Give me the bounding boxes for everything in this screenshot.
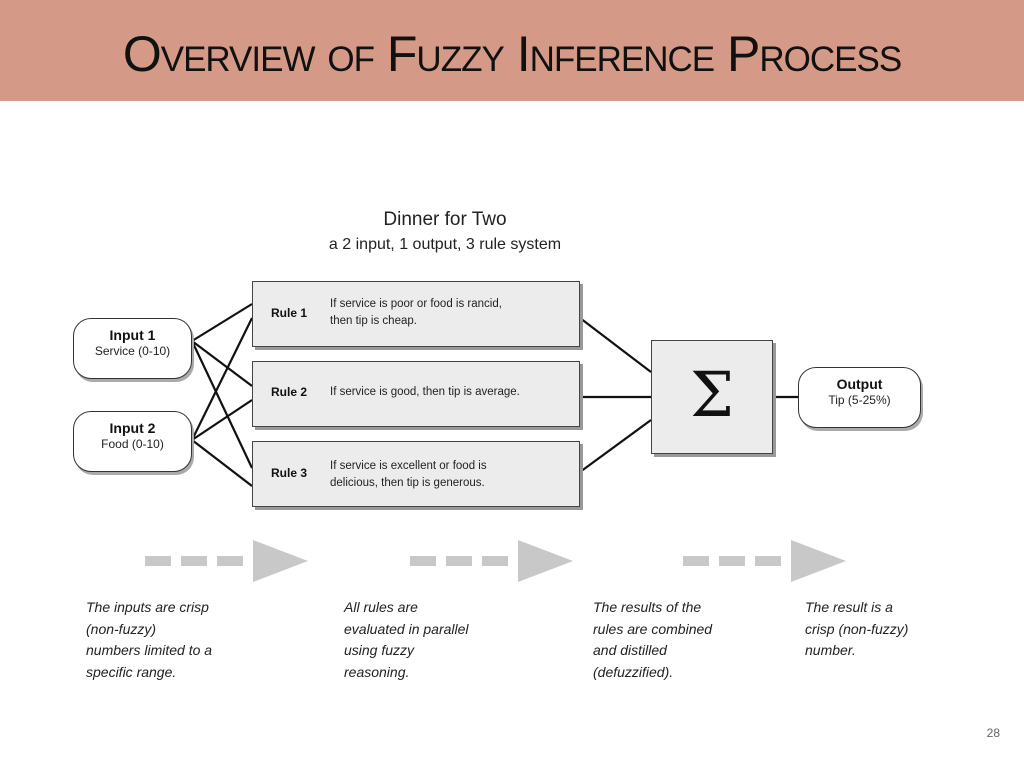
- flow-arrow-icon-3: [683, 540, 846, 582]
- slide-title: Overview of Fuzzy Inference Process: [122, 26, 902, 82]
- rule-1-text: If service is poor or food is rancid, th…: [330, 298, 502, 327]
- input-1-title: Input 1: [109, 327, 156, 343]
- aggregator-box: Σ: [651, 340, 773, 454]
- rule-2-box: Rule 2 If service is good, then tip is a…: [252, 361, 580, 427]
- output-node: Output Tip (5-25%): [798, 367, 921, 428]
- rule-3-text: If service is excellent or food is delic…: [330, 460, 487, 489]
- output-title: Output: [836, 376, 883, 392]
- connector-input2-rule2: [191, 399, 253, 441]
- connector-input2-rule3: [191, 439, 253, 487]
- input-2-range: Food (0-10): [101, 437, 164, 451]
- caption-combine: The results of the rules are combined an…: [593, 599, 713, 680]
- input-2-node: Input 2 Food (0-10): [73, 411, 192, 472]
- sigma-icon: Σ: [690, 358, 734, 431]
- rule-3-label: Rule 3: [271, 466, 308, 480]
- input-2-title: Input 2: [109, 420, 156, 436]
- connector-input1-rule3: [191, 340, 253, 469]
- diagram-title: Dinner for Two: [383, 209, 507, 230]
- flow-arrow-icon-2: [410, 540, 573, 582]
- rule-2-label: Rule 2: [271, 385, 308, 399]
- caption-result: The result is a crisp (non-fuzzy) number…: [805, 599, 909, 658]
- connector-rule3-sum: [579, 419, 652, 473]
- connector-input1-rule1: [191, 303, 253, 342]
- rule-1-label: Rule 1: [271, 306, 308, 320]
- input-1-range: Service (0-10): [94, 344, 171, 358]
- connector-input1-rule2: [191, 340, 253, 387]
- connector-input2-rule1: [191, 317, 253, 441]
- caption-inputs: The inputs are crisp (non-fuzzy) numbers…: [86, 599, 213, 680]
- diagram-subtitle: a 2 input, 1 output, 3 rule system: [328, 236, 562, 253]
- caption-rules: All rules are evaluated in parallel usin…: [344, 599, 469, 680]
- title-bar: Overview of Fuzzy Inference Process: [0, 0, 1024, 101]
- flow-arrow-icon-1: [145, 540, 308, 582]
- page-number: 28: [986, 726, 1000, 740]
- rule-2-text: If service is good, then tip is average.: [330, 386, 520, 398]
- input-1-node: Input 1 Service (0-10): [73, 318, 192, 379]
- connector-rule1-sum: [579, 317, 652, 373]
- rule-1-box: Rule 1 If service is poor or food is ran…: [252, 281, 580, 347]
- output-range: Tip (5-25%): [828, 393, 891, 407]
- rule-3-box: Rule 3 If service is excellent or food i…: [252, 441, 580, 507]
